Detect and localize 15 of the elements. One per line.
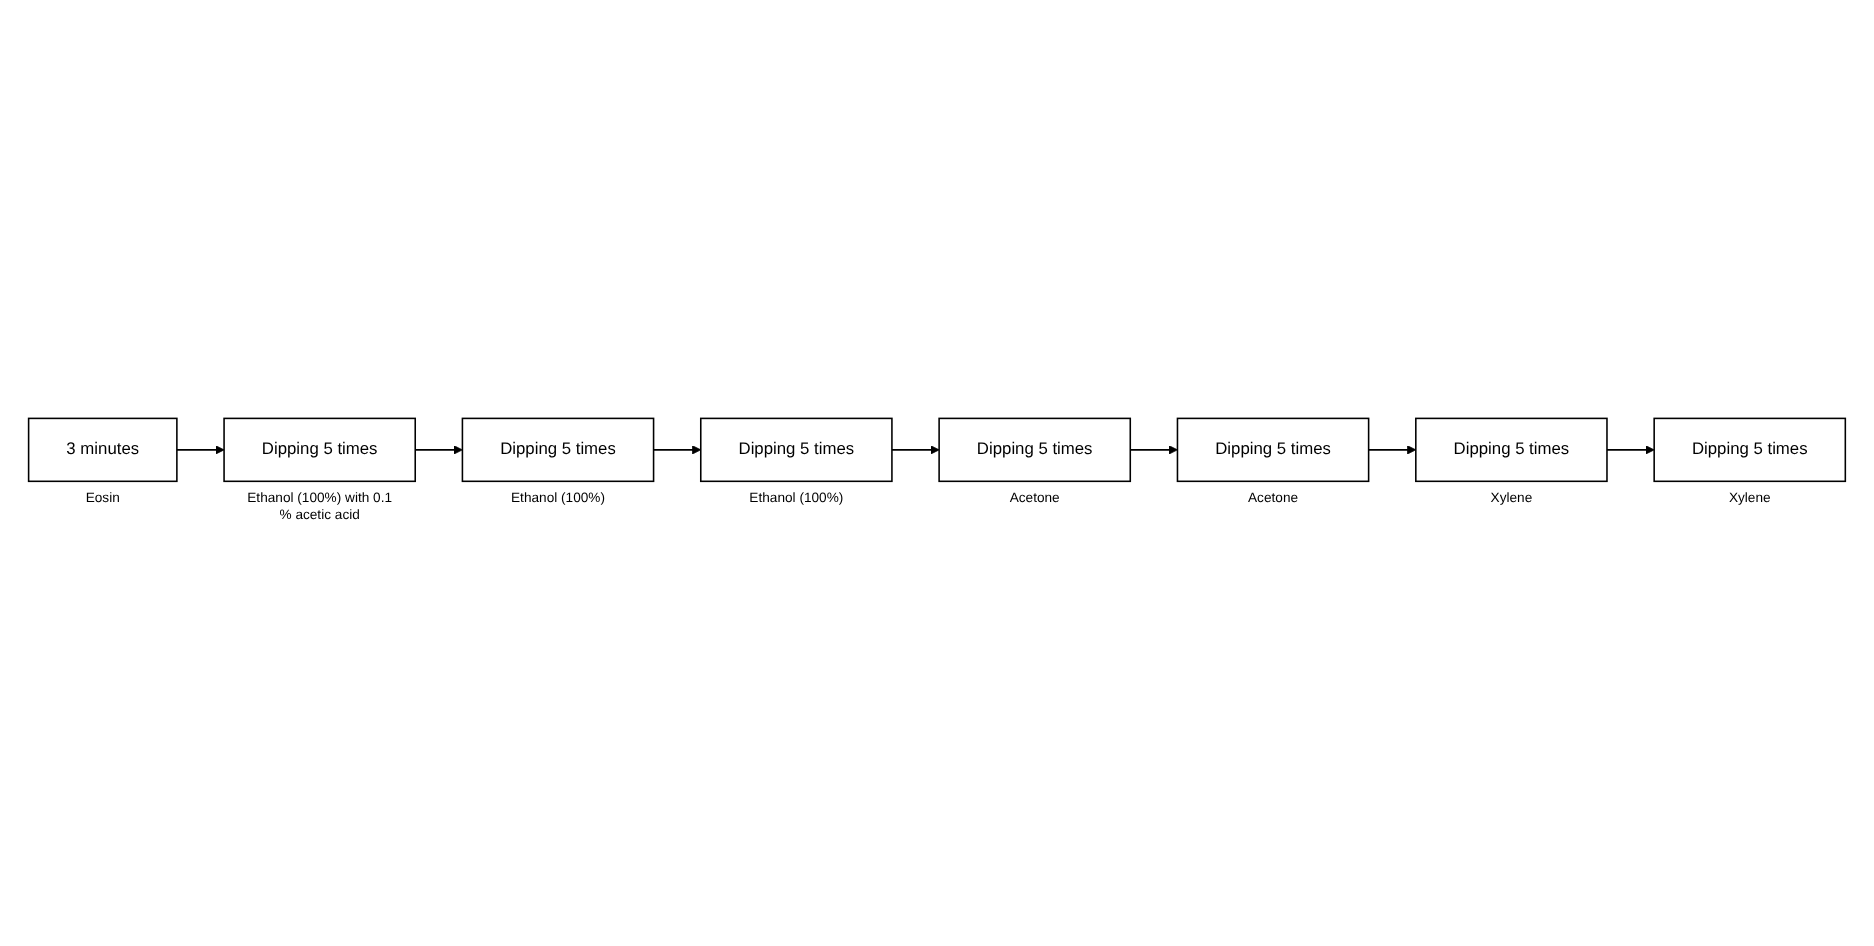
- arrow: [652, 445, 702, 455]
- arrow: [1367, 445, 1417, 455]
- arrow: [414, 445, 463, 455]
- step-box: Dipping 5 times: [1653, 417, 1847, 483]
- step-box: Dipping 5 times: [223, 417, 417, 483]
- step-box: Dipping 5 times: [700, 417, 893, 483]
- step-box: Dipping 5 times: [938, 417, 1132, 483]
- arrow: [1606, 445, 1655, 455]
- step-box: 3 minutes: [27, 417, 178, 483]
- arrow: [891, 445, 940, 455]
- arrow: [176, 445, 225, 455]
- step-box: Dipping 5 times: [1415, 417, 1608, 483]
- step-box: Dipping 5 times: [1176, 417, 1370, 483]
- step-box: Dipping 5 times: [461, 417, 655, 483]
- arrow: [1129, 445, 1178, 455]
